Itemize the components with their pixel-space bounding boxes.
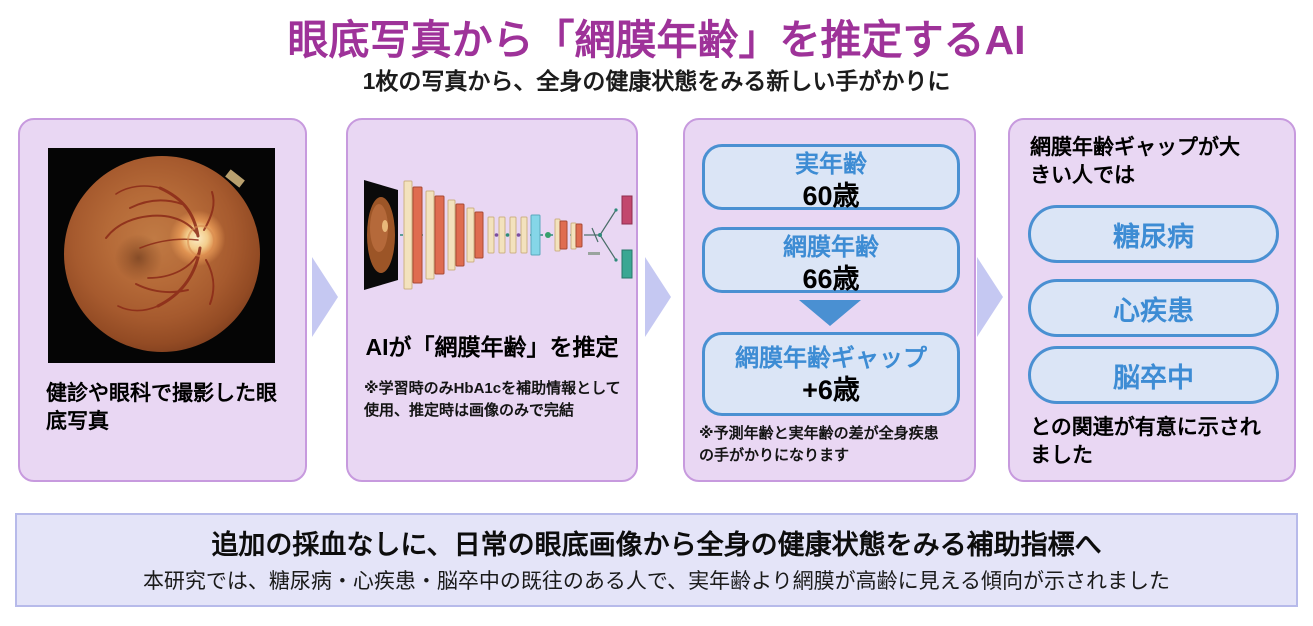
footer-detail: 本研究では、糖尿病・心疾患・脳卒中の既往のある人で、実年齢より網膜が高齢に見える…: [142, 570, 1171, 593]
disease-pill-diabetes: 糖尿病: [1028, 205, 1279, 263]
ai-note: ※学習時のみHbA1cを補助情報として使用、推定時は画像のみで完結: [364, 380, 621, 419]
fundus-photo: [48, 148, 275, 363]
page-title: 眼底写真から「網膜年齢」を推定するAI: [287, 17, 1026, 63]
diseases-intro: 網膜年齢ギャップが大きい人では: [1030, 136, 1240, 188]
age-box-value: +6歳: [802, 374, 860, 405]
age-gap-note: ※予測年齢と実年齢の差が全身疾患の手がかりになります: [699, 425, 939, 464]
arrow-right-icon: [977, 257, 1003, 337]
fundus-vessels: [105, 185, 215, 312]
arrow-right-icon: [645, 257, 671, 337]
panel-diseases: 網膜年齢ギャップが大きい人では 糖尿病 心疾患 脳卒中 との関連が有意に示されま…: [1008, 118, 1296, 482]
age-box-actual: 実年齢 60歳: [702, 144, 960, 211]
age-box-value: 66歳: [802, 263, 860, 294]
age-box-label: 網膜年齢ギャップ: [735, 345, 927, 372]
ai-caption: AIが「網膜年齢」を推定: [365, 334, 619, 360]
age-box-value: 60歳: [802, 180, 860, 211]
footer-banner: 追加の採血なしに、日常の眼底画像から全身の健康状態をみる補助指標へ 本研究では、…: [15, 513, 1298, 607]
cnn-diagram: [364, 180, 633, 290]
footer-headline: 追加の採血なしに、日常の眼底画像から全身の健康状態をみる補助指標へ: [211, 530, 1102, 560]
age-box-label: 実年齢: [795, 151, 867, 178]
disease-pill-heart-disease: 心疾患: [1028, 279, 1279, 337]
page-subtitle: 1枚の写真から、全身の健康状態をみる新しい手がかりに: [362, 68, 951, 94]
disease-pill-stroke: 脳卒中: [1028, 346, 1279, 404]
arrow-right-icon: [312, 257, 338, 337]
age-box-label: 網膜年齢: [783, 234, 879, 261]
panel-age-comparison: 実年齢 60歳 網膜年齢 66歳 網膜年齢ギャップ +6歳 ※予測年齢と実年齢の…: [683, 118, 976, 482]
fundus-caption: 健診や眼科で撮影した眼底写真: [46, 382, 277, 434]
age-box-retinal: 網膜年齢 66歳: [702, 227, 960, 294]
age-box-gap: 網膜年齢ギャップ +6歳: [702, 332, 960, 416]
diseases-outro: との関連が有意に示されました: [1030, 416, 1261, 468]
panel-fundus-photo: 健診や眼科で撮影した眼底写真: [18, 118, 307, 482]
panel-ai-model: AIが「網膜年齢」を推定 ※学習時のみHbA1cを補助情報として使用、推定時は画…: [346, 118, 638, 482]
arrow-down-icon: [798, 300, 861, 326]
